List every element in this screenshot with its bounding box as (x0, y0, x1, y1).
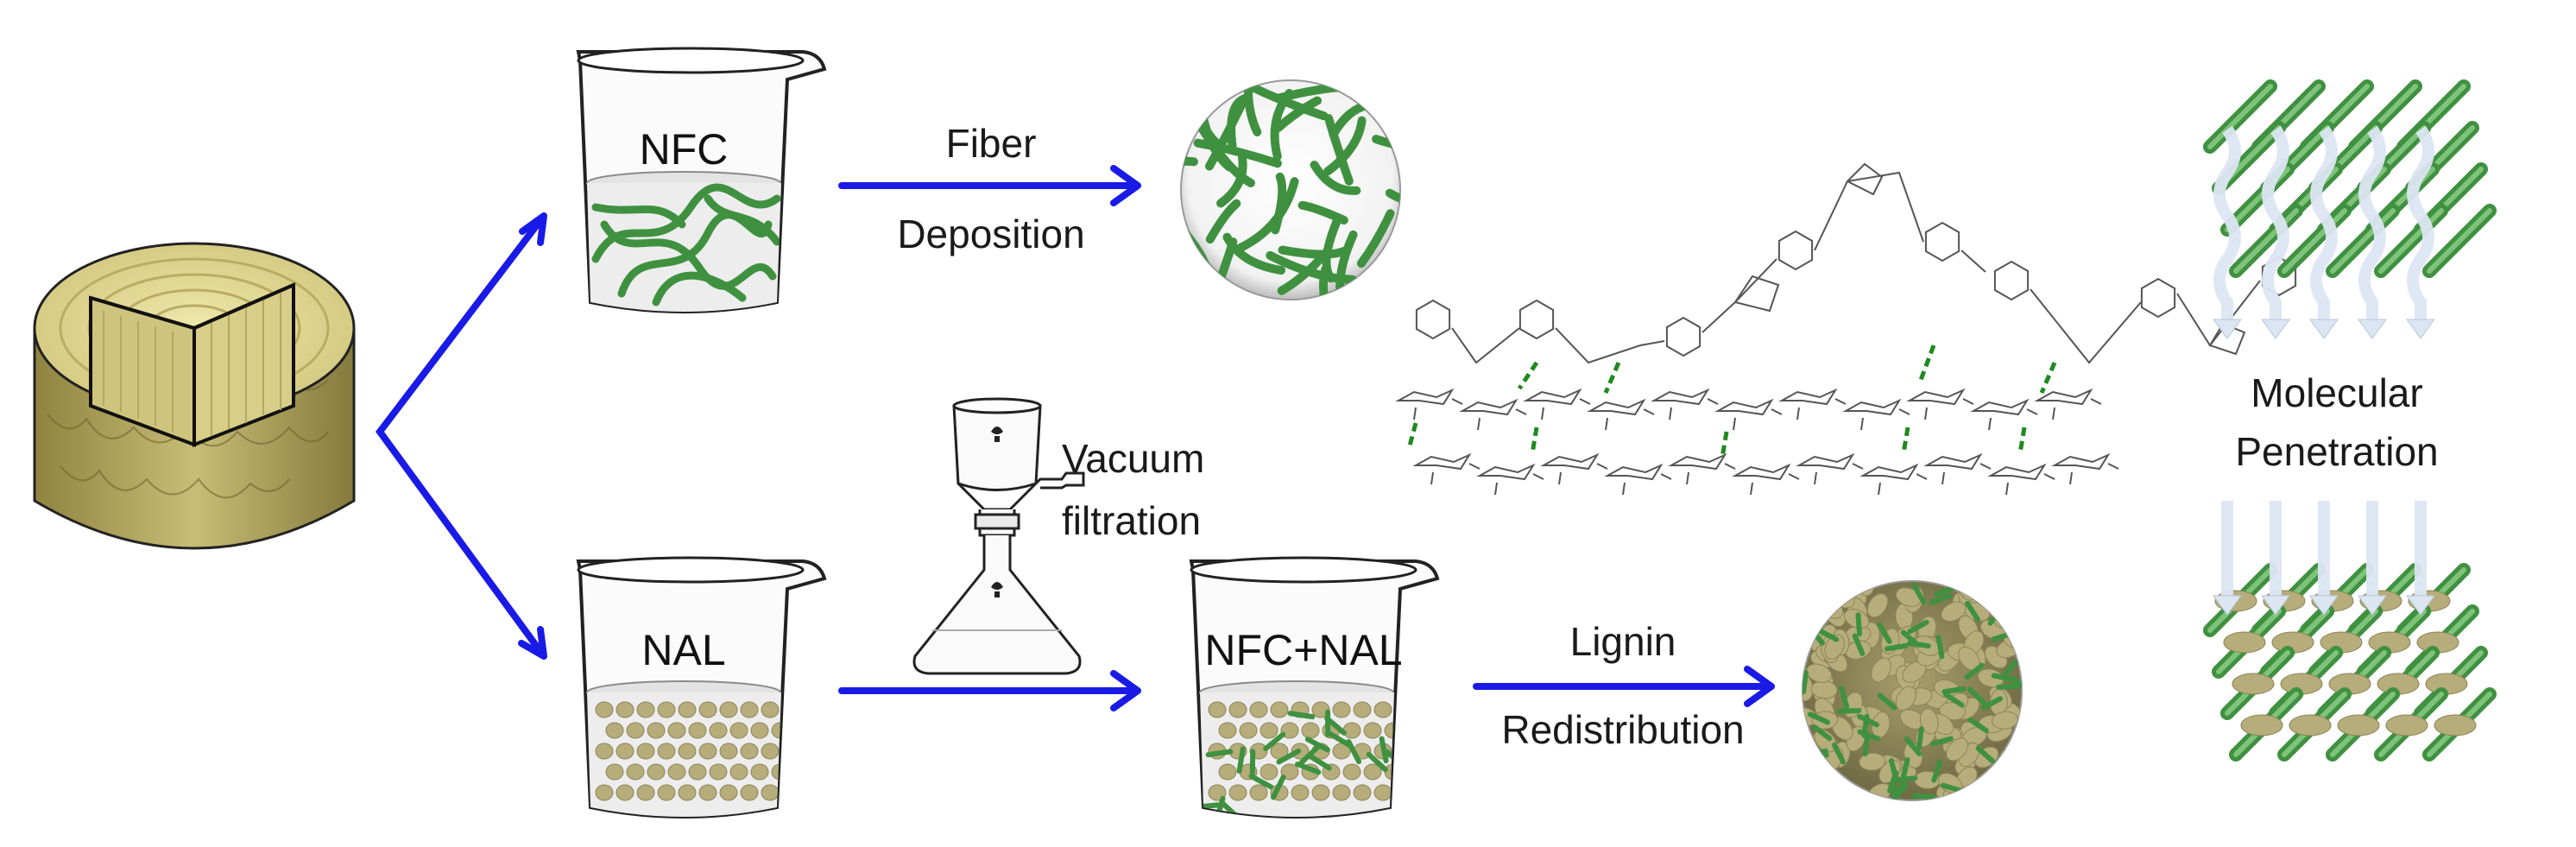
vacuum-flask-icon (912, 397, 1085, 675)
beaker-nal: NAL (576, 556, 827, 819)
molecular-penetration-label-2: Penetration (2235, 429, 2439, 474)
beaker-nfc-nal: NFC+NAL (1189, 556, 1440, 819)
molecular-penetration-bottom (2203, 501, 2497, 762)
vacuum-filtration-label-2: filtration (1062, 498, 1202, 543)
process-arrows (838, 165, 1775, 711)
wood-log-icon (33, 242, 356, 550)
fiber-deposition-label-2: Deposition (897, 212, 1085, 256)
lignin-cellulose-structure (1395, 162, 2297, 496)
beaker-nfc-nal-label: NFC+NAL (1204, 626, 1402, 674)
lignin-redistribution-label-1: Lignin (1569, 619, 1676, 664)
beaker-nal-label: NAL (641, 626, 725, 674)
molecular-penetration-label-1: Molecular (2251, 370, 2423, 415)
fiber-deposition-label-1: Fiber (945, 121, 1037, 166)
composite-disk (1802, 580, 2023, 801)
vacuum-filtration-label-1: Vacuum (1062, 436, 1205, 481)
lignin-redistribution-label-2: Redistribution (1501, 707, 1745, 752)
branch-arrows (376, 212, 547, 660)
nfc-network-disk (1180, 79, 1401, 300)
beaker-nfc: NFC (576, 47, 827, 313)
molecular-penetration-top (2203, 79, 2497, 339)
beaker-nfc-label: NFC (640, 125, 729, 174)
